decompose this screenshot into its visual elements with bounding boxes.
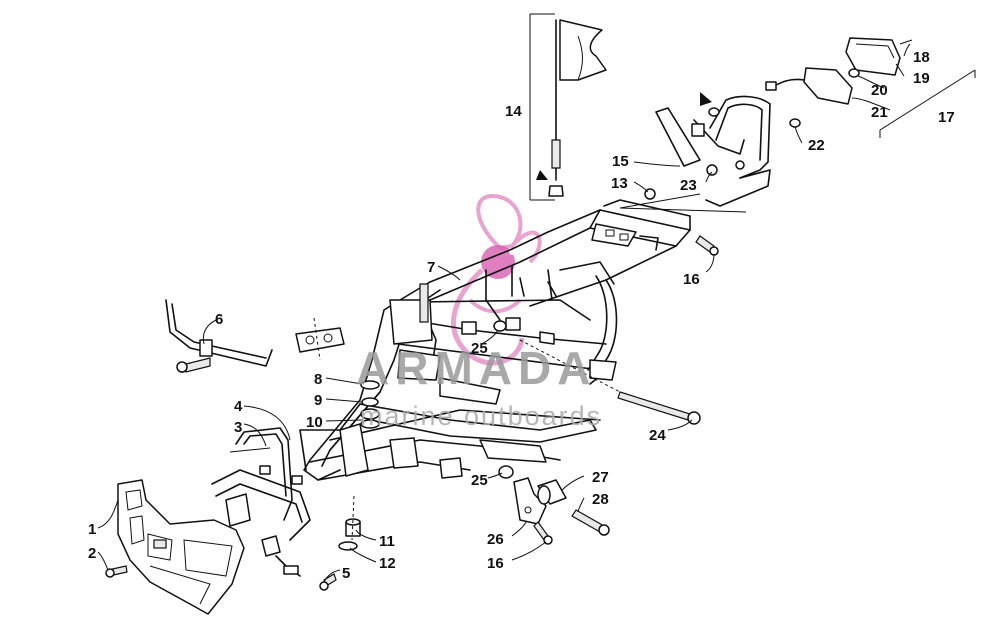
callout-25-upper: 25 bbox=[471, 340, 488, 357]
leader-lines bbox=[97, 43, 911, 583]
front-bumper bbox=[211, 427, 311, 577]
callout-6: 6 bbox=[215, 311, 223, 328]
callout-23: 23 bbox=[680, 177, 697, 194]
rear-rack bbox=[619, 92, 771, 213]
callout-3: 3 bbox=[234, 419, 242, 436]
front-guard bbox=[117, 479, 245, 615]
callout-14: 14 bbox=[505, 103, 522, 120]
callout-19: 19 bbox=[913, 70, 930, 87]
mount-plate bbox=[295, 317, 345, 361]
callout-16-upper: 16 bbox=[683, 271, 700, 288]
callout-15: 15 bbox=[612, 153, 629, 170]
callout-12: 12 bbox=[379, 555, 396, 572]
callout-1: 1 bbox=[88, 521, 96, 538]
watermark-tagline: marine outboards bbox=[360, 401, 602, 431]
callout-2: 2 bbox=[88, 545, 96, 562]
callout-20: 20 bbox=[871, 82, 888, 99]
callout-8: 8 bbox=[314, 371, 322, 388]
watermark-brand: ARMADA bbox=[356, 342, 596, 394]
main-frame bbox=[299, 199, 691, 481]
callout-27: 27 bbox=[592, 469, 609, 486]
callout-13: 13 bbox=[611, 175, 628, 192]
callout-22: 22 bbox=[808, 137, 825, 154]
callout-5: 5 bbox=[342, 565, 350, 582]
callout-24: 24 bbox=[649, 427, 666, 444]
callout-9: 9 bbox=[314, 392, 322, 409]
callout-18: 18 bbox=[913, 49, 930, 66]
callout-11: 11 bbox=[379, 533, 395, 550]
callout-21: 21 bbox=[871, 104, 888, 121]
callout-17: 17 bbox=[938, 109, 955, 126]
flag-whip bbox=[529, 13, 607, 201]
callout-25-lower: 25 bbox=[471, 472, 488, 489]
callout-16-lower: 16 bbox=[487, 555, 504, 572]
side-bracket bbox=[165, 299, 273, 373]
callout-7: 7 bbox=[427, 259, 435, 276]
callout-labels: 1 2 3 4 5 6 7 8 9 10 11 12 13 14 15 16 1… bbox=[88, 49, 955, 582]
callout-28: 28 bbox=[592, 491, 609, 508]
hardware bbox=[105, 164, 719, 591]
callout-26: 26 bbox=[487, 531, 504, 548]
tail-light bbox=[765, 37, 976, 138]
watermark: ARMADA marine outboards bbox=[356, 342, 602, 431]
armada-logo-icon bbox=[451, 193, 542, 366]
callout-4: 4 bbox=[234, 398, 243, 415]
callout-10: 10 bbox=[306, 414, 323, 431]
